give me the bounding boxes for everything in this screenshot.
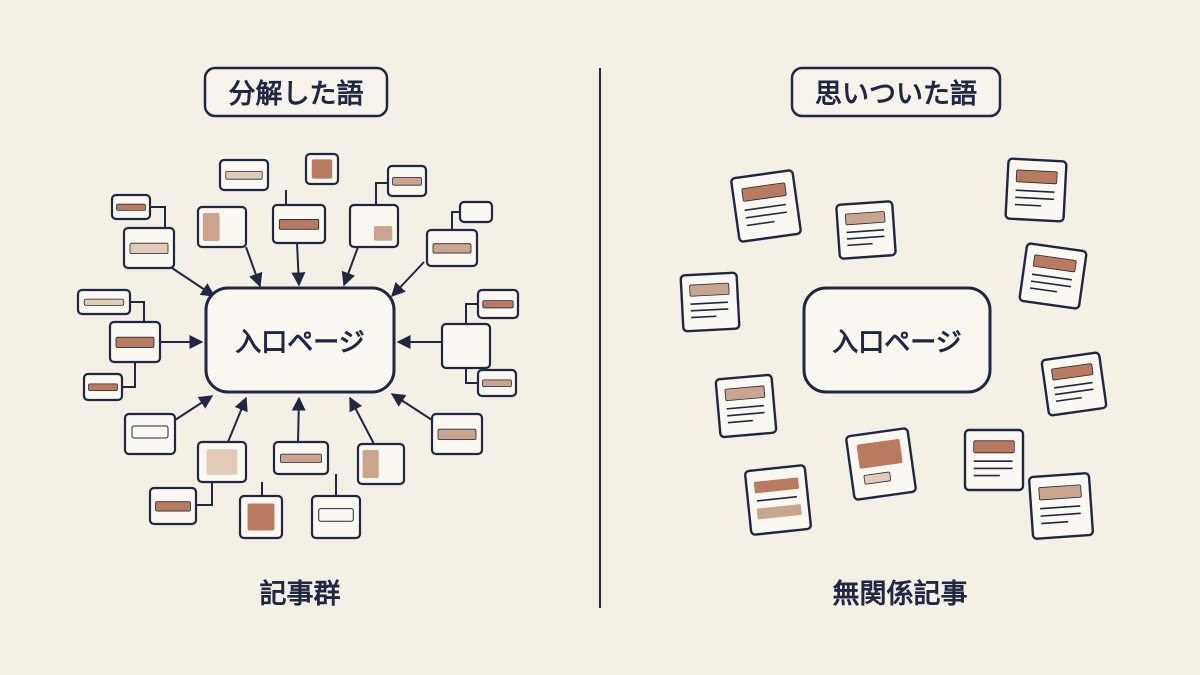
article-card — [108, 320, 162, 364]
left-arrows — [122, 182, 478, 506]
unrelated-article-doc — [835, 200, 897, 260]
unrelated-article-doc — [963, 428, 1025, 492]
link-arrow — [391, 261, 425, 298]
unrelated-article-doc — [714, 373, 778, 439]
link-arrow — [390, 393, 433, 421]
unrelated-article-doc — [730, 169, 802, 243]
article-card — [440, 322, 492, 370]
article-card — [76, 288, 132, 316]
unrelated-article-doc — [679, 271, 741, 333]
card-connector — [150, 206, 166, 228]
link-arrow — [291, 396, 306, 443]
article-card — [430, 412, 484, 456]
link-arrow — [174, 395, 214, 421]
card-connector — [375, 182, 388, 205]
right-heading-box: 思いついた語 — [790, 66, 1002, 118]
article-card — [272, 440, 330, 476]
left-entry-page-node: 入口ページ — [204, 286, 396, 394]
article-card — [271, 203, 327, 245]
link-arrow — [245, 246, 263, 288]
article-card — [304, 152, 340, 186]
link-arrow — [291, 242, 306, 287]
unrelated-article-doc — [1004, 157, 1068, 223]
article-card — [123, 412, 177, 456]
article-card — [196, 440, 248, 484]
article-card — [458, 200, 494, 224]
left-article-cards — [76, 152, 520, 540]
article-card — [386, 164, 428, 198]
card-connector — [465, 368, 478, 384]
right-caption: 無関係記事 — [833, 578, 968, 610]
unrelated-article-doc — [1018, 242, 1088, 310]
link-arrow — [171, 267, 216, 297]
right-unrelated-articles — [679, 157, 1108, 540]
article-card — [196, 205, 248, 249]
article-card — [218, 158, 270, 192]
card-connector — [465, 303, 478, 324]
card-connector — [122, 362, 136, 388]
link-arrow — [341, 246, 359, 287]
unrelated-article-doc — [1027, 472, 1095, 540]
unrelated-article-doc — [1040, 351, 1108, 417]
unrelated-article-doc — [744, 464, 812, 536]
right-heading: 思いついた語 — [815, 78, 977, 110]
link-arrow — [349, 396, 375, 445]
article-card — [82, 372, 124, 402]
unrelated-article-doc — [845, 427, 917, 501]
article-card — [148, 486, 198, 526]
link-arrow — [227, 396, 248, 443]
article-card — [476, 288, 520, 320]
card-connector — [130, 301, 145, 322]
article-card — [110, 193, 152, 221]
card-connector — [196, 482, 213, 506]
article-card — [238, 494, 284, 540]
left-entry-page-label: 入口ページ — [235, 328, 364, 358]
article-card — [425, 228, 479, 268]
article-card — [122, 226, 176, 270]
article-card — [310, 494, 362, 540]
left-heading-box: 分解した語 — [203, 66, 389, 118]
left-heading: 分解した語 — [229, 78, 364, 110]
article-card — [476, 368, 518, 398]
article-card — [356, 442, 406, 486]
right-entry-page-label: 入口ページ — [832, 328, 961, 358]
card-connector — [451, 211, 460, 230]
right-entry-page-node: 入口ページ — [802, 286, 992, 394]
left-caption: 記事群 — [260, 578, 341, 610]
article-card — [348, 203, 400, 249]
